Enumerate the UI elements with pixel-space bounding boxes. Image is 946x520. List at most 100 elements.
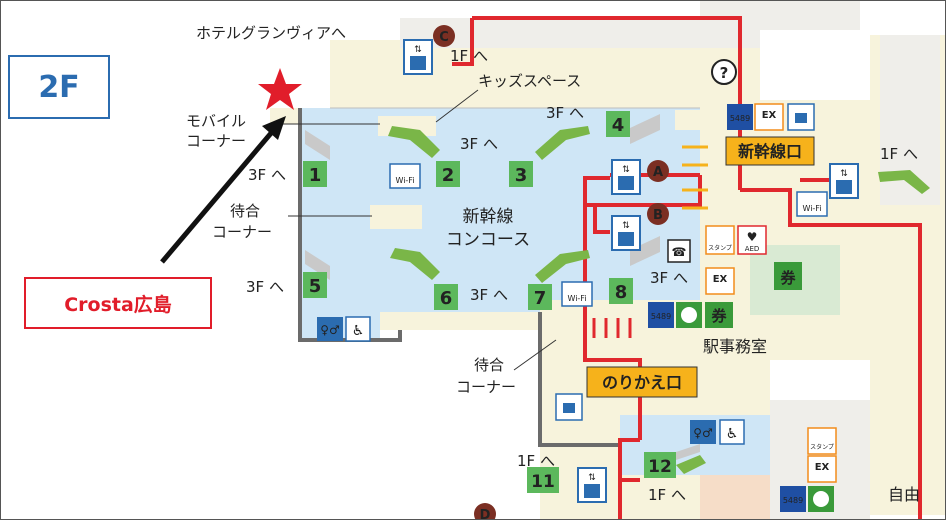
point-d[interactable]: D — [474, 503, 496, 520]
ticket-machine-icon-lower — [555, 393, 583, 421]
ticket-office-icon-1: 券 — [774, 262, 802, 290]
platform-badges: 1 2 3 4 5 6 7 8 11 12 — [303, 111, 676, 493]
svg-text:A: A — [653, 165, 663, 180]
ticket-office-icon-2: 券 — [705, 302, 733, 328]
concourse-label-1: 新幹線 — [463, 206, 514, 227]
stairs-4 — [630, 114, 660, 144]
platform-badge-6[interactable]: 6 — [434, 284, 458, 310]
elevator-icon-c[interactable]: ⇅ — [403, 39, 433, 75]
floor-3-direction-8: 3F へ — [650, 269, 688, 287]
platform-badge-1[interactable]: 1 — [303, 161, 327, 187]
route-right — [740, 188, 922, 520]
point-c[interactable]: C — [433, 25, 455, 47]
leader-lines — [270, 89, 557, 371]
svg-text:スタンプ: スタンプ — [708, 244, 732, 252]
svg-text:?: ? — [720, 64, 729, 82]
platform-badge-4[interactable]: 4 — [606, 111, 630, 137]
platform-badge-4-label: 4 — [612, 115, 625, 136]
svg-text:♿: ♿ — [726, 426, 739, 442]
elevator-icon-d[interactable]: ⇅ — [577, 467, 607, 503]
platform-badge-5-label: 5 — [309, 276, 322, 297]
platform-badge-3[interactable]: 3 — [509, 161, 533, 187]
shinkansen-gate-label: 新幹線口 — [725, 136, 815, 166]
escalators — [305, 114, 930, 474]
platform-badge-7-label: 7 — [534, 288, 547, 309]
shinkansen-gate-bars — [682, 145, 708, 210]
phone-5489-icon-lower: 5489 — [780, 486, 806, 512]
transfer-gate-label: のりかえ口 — [586, 366, 698, 398]
elevator-icons: ⇅ ⇅ ⇅ ⇅ ⇅ — [403, 39, 859, 503]
platform-badge-5[interactable]: 5 — [303, 272, 327, 298]
ex-icon-top: EX — [754, 103, 784, 131]
wifi-icon-1: Wi-Fi — [389, 163, 421, 189]
crosta-callout[interactable]: Crosta広島 — [24, 277, 212, 329]
current-location-star-icon — [258, 68, 302, 110]
svg-text:EX: EX — [713, 274, 728, 285]
svg-text:スタンプ: スタンプ — [810, 443, 834, 451]
svg-text:☎: ☎ — [672, 245, 687, 259]
svg-text:5489: 5489 — [783, 496, 803, 505]
station-office-label: 駅事務室 — [703, 337, 767, 356]
svg-text:のりかえ口: のりかえ口 — [602, 373, 682, 392]
svg-text:♀♂: ♀♂ — [320, 323, 340, 337]
platform-badge-11-label: 11 — [531, 472, 555, 492]
stairs-12 — [676, 444, 700, 460]
corner-block — [675, 110, 705, 130]
svg-text:⇅: ⇅ — [622, 165, 630, 175]
jiyu-label: 自由 — [888, 485, 920, 504]
escalator-right — [878, 170, 930, 194]
waiting-corner-label-2: コーナー — [212, 223, 272, 241]
svg-text:券: 券 — [711, 307, 727, 325]
phone-5489-icon-mid: 5489 — [648, 302, 674, 328]
floor-3-direction-7: 3F へ — [470, 286, 508, 304]
svg-text:⇅: ⇅ — [588, 473, 596, 483]
elevator-icon-b[interactable]: ⇅ — [611, 215, 641, 251]
wifi-icon-3: Wi-Fi — [796, 191, 828, 217]
escalator-12 — [676, 455, 706, 474]
svg-text:⇅: ⇅ — [414, 45, 422, 55]
svg-text:♿: ♿ — [352, 323, 365, 339]
platform-badge-12-label: 12 — [648, 457, 672, 477]
platform-badge-1-label: 1 — [309, 165, 322, 186]
floor-3-direction-1: 3F へ — [248, 166, 286, 184]
floor-3-direction-4: 3F へ — [546, 104, 584, 122]
platform-badge-7[interactable]: 7 — [528, 284, 552, 310]
ticket-gate-icon-lower — [808, 486, 834, 512]
elevator-icon-a[interactable]: ⇅ — [611, 159, 641, 195]
svg-text:Wi-Fi: Wi-Fi — [395, 176, 414, 185]
pointer-arrow — [160, 116, 286, 264]
ticket-gate-icon-mid — [676, 302, 702, 328]
platform-badge-11[interactable]: 11 — [527, 467, 559, 493]
toilet-icon-lower: ♀♂ — [690, 420, 716, 444]
svg-text:C: C — [439, 30, 449, 45]
ticket-machine-icon-top — [787, 103, 815, 131]
question-icon[interactable]: ? — [711, 59, 737, 85]
elevator-icon-right[interactable]: ⇅ — [829, 163, 859, 199]
concourse-floor — [300, 108, 700, 312]
point-a[interactable]: A — [647, 160, 669, 182]
svg-text:♥: ♥ — [747, 230, 758, 244]
escalator-3 — [535, 126, 590, 160]
platform-badge-12[interactable]: 12 — [644, 452, 676, 478]
escalator-7 — [535, 250, 590, 283]
stairs-8 — [630, 236, 660, 266]
svg-text:EX: EX — [815, 462, 830, 473]
svg-text:Wi-Fi: Wi-Fi — [567, 294, 586, 303]
floor-3-direction-5: 3F へ — [246, 278, 284, 296]
stamp-icon-top: スタンプ — [705, 225, 735, 255]
escalator-2 — [388, 126, 440, 158]
accessible-icon-lower: ♿ — [719, 419, 745, 445]
toilet-icons: ♀♂ ♿ ♀♂ ♿ — [317, 316, 745, 445]
svg-text:新幹線口: 新幹線口 — [738, 142, 802, 161]
platform-badge-2[interactable]: 2 — [436, 161, 460, 187]
point-b[interactable]: B — [647, 203, 669, 225]
svg-text:EX: EX — [762, 110, 777, 121]
platform-badge-8[interactable]: 8 — [609, 278, 633, 304]
accessible-icon-left: ♿ — [345, 316, 371, 342]
route-c — [472, 16, 742, 190]
mobile-corner-label-2: コーナー — [186, 132, 246, 150]
lower-waiting-label-1: 待合 — [474, 356, 504, 374]
floor-indicator-label: 2F — [38, 69, 80, 105]
